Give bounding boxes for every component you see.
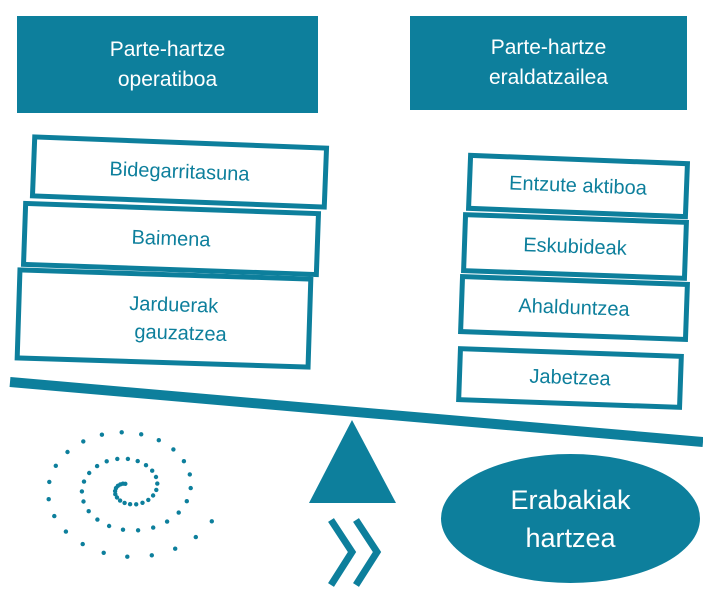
spiral-dot bbox=[155, 481, 160, 486]
spiral-dot bbox=[146, 497, 151, 503]
spiral-dot bbox=[114, 495, 120, 500]
header-right-line-1: Parte-hartze bbox=[490, 36, 607, 59]
spiral-dot bbox=[79, 489, 85, 494]
spiral-dot bbox=[94, 463, 100, 469]
spiral-dot bbox=[181, 459, 187, 464]
spiral-dot bbox=[117, 498, 123, 503]
spiral-dot bbox=[153, 474, 159, 480]
spiral-dot bbox=[150, 468, 155, 473]
spiral-dot bbox=[143, 463, 149, 468]
header-transformative-participation: Parte-hartze eraldatzailea bbox=[410, 16, 687, 110]
spiral-dot bbox=[123, 481, 128, 486]
fulcrum-triangle-icon bbox=[309, 420, 396, 503]
spiral-dot bbox=[154, 487, 159, 493]
spiral-dot bbox=[184, 499, 189, 504]
spiral-dot bbox=[80, 541, 85, 547]
spiral-dot bbox=[135, 528, 141, 533]
spiral-dot bbox=[63, 529, 69, 534]
spiral-dot bbox=[113, 492, 118, 497]
double-chevron-right-icon bbox=[328, 518, 382, 587]
decision-making-ellipse: Erabakiak hartzea bbox=[441, 454, 700, 583]
spiral-dot bbox=[149, 553, 154, 558]
spiral-dot bbox=[193, 534, 198, 540]
spiral-dot bbox=[139, 432, 144, 437]
spiral-dot bbox=[151, 525, 156, 530]
spiral-dot bbox=[81, 439, 86, 444]
header-left-line-1: Parte-hartze bbox=[109, 37, 226, 61]
spiral-dot bbox=[53, 463, 58, 468]
spiral-dot bbox=[125, 456, 131, 462]
spiral-dot bbox=[52, 513, 57, 519]
spiral-dot bbox=[81, 499, 86, 504]
spiral-dot bbox=[47, 479, 52, 485]
decision-line-2: hartzea bbox=[525, 522, 616, 553]
spiral-dot bbox=[173, 546, 178, 551]
spiral-dot bbox=[135, 458, 140, 464]
spiral-dot bbox=[134, 502, 139, 507]
spiral-dot bbox=[81, 479, 87, 484]
spiral-dot bbox=[120, 527, 126, 532]
spiral-dot bbox=[164, 519, 170, 524]
spiral-dot bbox=[86, 509, 91, 514]
header-right-line-2: eraldatzailea bbox=[488, 66, 609, 89]
spiral-dots-icon bbox=[46, 430, 214, 559]
spiral-dot bbox=[209, 519, 214, 524]
spiral-dot bbox=[187, 472, 192, 477]
spiral-dot bbox=[115, 456, 120, 462]
spiral-dot bbox=[101, 550, 106, 555]
spiral-dot bbox=[104, 459, 109, 464]
balance-beam bbox=[9, 377, 703, 447]
spiral-dot bbox=[188, 485, 193, 491]
header-operative-participation: Parte-hartze operatiboa bbox=[17, 16, 318, 113]
spiral-dot bbox=[87, 470, 92, 476]
decision-line-1: Erabakiak bbox=[510, 484, 631, 515]
spiral-dot bbox=[99, 432, 105, 437]
spiral-dot bbox=[119, 430, 124, 435]
spiral-dot bbox=[125, 554, 130, 559]
header-left-line-2: operatiboa bbox=[117, 67, 218, 91]
spiral-dot bbox=[156, 438, 161, 443]
spiral-dot bbox=[140, 500, 145, 505]
spiral-dot bbox=[106, 523, 112, 529]
spiral-dot bbox=[150, 493, 156, 498]
spiral-dot bbox=[122, 500, 127, 506]
spiral-dot bbox=[127, 502, 133, 507]
spiral-dot bbox=[95, 517, 100, 522]
spiral-dot bbox=[176, 510, 181, 515]
spiral-dot bbox=[171, 447, 176, 452]
spiral-dot bbox=[65, 449, 70, 455]
spiral-dot bbox=[46, 497, 51, 502]
